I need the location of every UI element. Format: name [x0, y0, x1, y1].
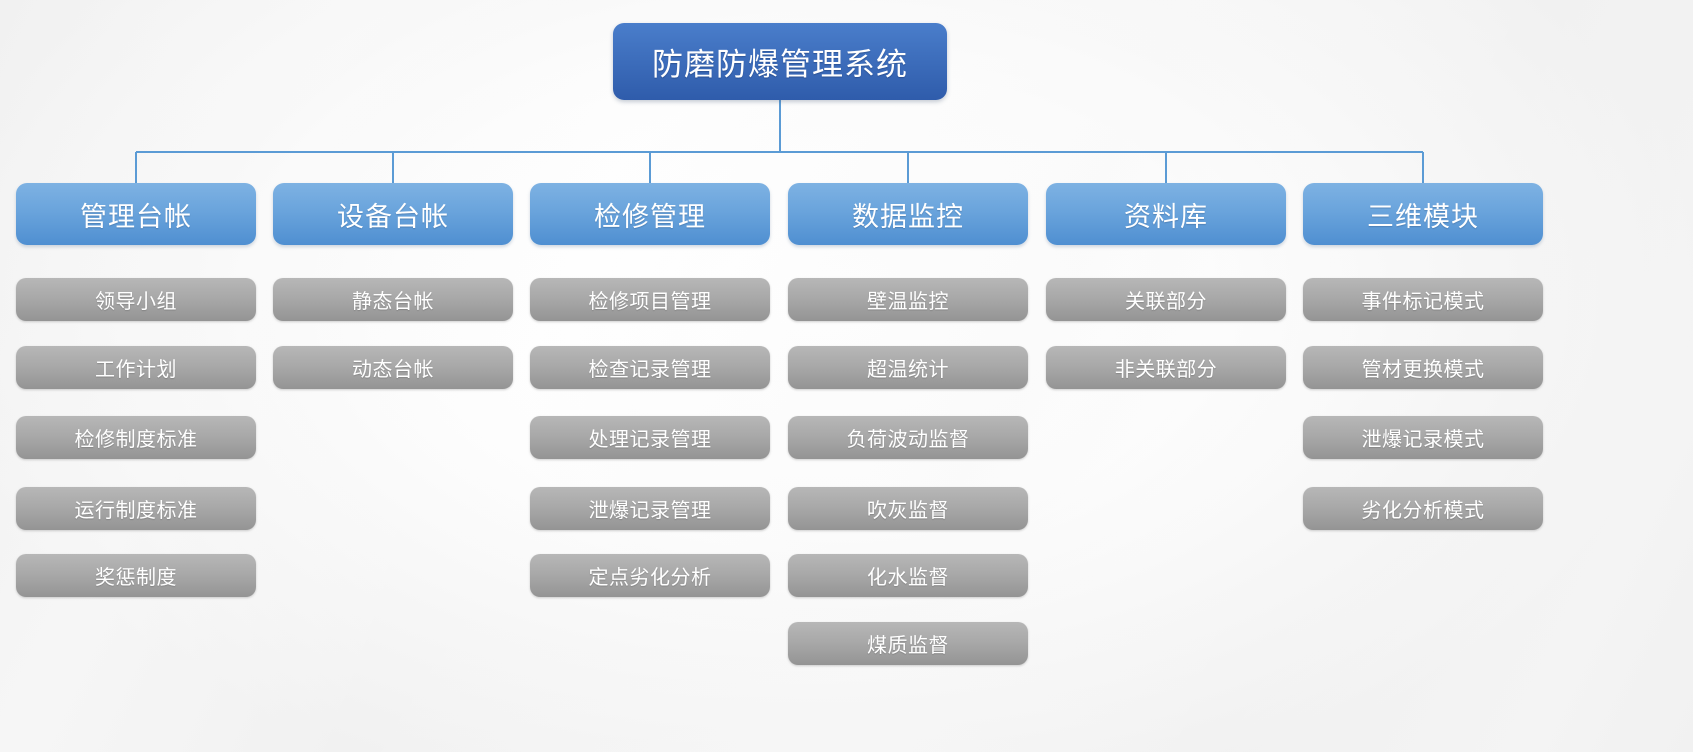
category-node-5[interactable]: 资料库: [1046, 183, 1286, 245]
child-node-5-2[interactable]: 非关联部分: [1046, 346, 1286, 389]
category-node-1[interactable]: 管理台帐: [16, 183, 256, 245]
category-label-2: 设备台帐: [337, 201, 449, 232]
child-label-1-3: 检修制度标准: [74, 429, 198, 451]
child-node-4-4[interactable]: 吹灰监督: [788, 487, 1028, 530]
child-node-6-4[interactable]: 劣化分析模式: [1303, 487, 1543, 530]
child-label-6-3: 泄爆记录模式: [1361, 429, 1485, 451]
category-node-4[interactable]: 数据监控: [788, 183, 1028, 245]
child-node-4-6[interactable]: 煤质监督: [788, 622, 1028, 665]
child-label-6-2: 管材更换模式: [1361, 359, 1485, 381]
child-label-1-5: 奖惩制度: [95, 567, 177, 589]
child-node-1-2[interactable]: 工作计划: [16, 346, 256, 389]
child-label-3-4: 泄爆记录管理: [588, 500, 712, 522]
child-label-6-1: 事件标记模式: [1361, 291, 1485, 313]
category-label-6: 三维模块: [1367, 201, 1479, 232]
child-label-2-2: 动态台帐: [352, 359, 434, 381]
child-label-5-1: 关联部分: [1125, 291, 1207, 313]
root-node-label: 防磨防爆管理系统: [652, 47, 908, 82]
child-node-5-1[interactable]: 关联部分: [1046, 278, 1286, 321]
child-label-4-1: 壁温监控: [867, 291, 949, 313]
child-node-1-1[interactable]: 领导小组: [16, 278, 256, 321]
child-node-4-1[interactable]: 壁温监控: [788, 278, 1028, 321]
category-label-3: 检修管理: [594, 201, 706, 232]
child-node-3-2[interactable]: 检查记录管理: [530, 346, 770, 389]
child-node-3-4[interactable]: 泄爆记录管理: [530, 487, 770, 530]
child-label-6-4: 劣化分析模式: [1361, 500, 1485, 522]
child-label-4-2: 超温统计: [867, 359, 949, 381]
root-node[interactable]: 防磨防爆管理系统: [613, 23, 947, 100]
category-label-4: 数据监控: [852, 201, 964, 232]
child-label-1-2: 工作计划: [95, 359, 177, 381]
child-node-1-5[interactable]: 奖惩制度: [16, 554, 256, 597]
child-node-1-3[interactable]: 检修制度标准: [16, 416, 256, 459]
child-label-4-3: 负荷波动监督: [846, 429, 970, 451]
child-label-3-2: 检查记录管理: [588, 359, 712, 381]
child-label-1-1: 领导小组: [95, 291, 177, 313]
child-node-6-1[interactable]: 事件标记模式: [1303, 278, 1543, 321]
category-label-5: 资料库: [1124, 201, 1208, 232]
category-node-2[interactable]: 设备台帐: [273, 183, 513, 245]
child-label-1-4: 运行制度标准: [74, 500, 198, 522]
child-label-2-1: 静态台帐: [352, 291, 434, 313]
child-node-3-3[interactable]: 处理记录管理: [530, 416, 770, 459]
child-node-6-3[interactable]: 泄爆记录模式: [1303, 416, 1543, 459]
child-label-5-2: 非关联部分: [1114, 359, 1218, 381]
child-node-4-3[interactable]: 负荷波动监督: [788, 416, 1028, 459]
child-node-1-4[interactable]: 运行制度标准: [16, 487, 256, 530]
category-node-6[interactable]: 三维模块: [1303, 183, 1543, 245]
category-label-1: 管理台帐: [80, 201, 192, 232]
child-node-3-1[interactable]: 检修项目管理: [530, 278, 770, 321]
child-node-4-5[interactable]: 化水监督: [788, 554, 1028, 597]
child-node-4-2[interactable]: 超温统计: [788, 346, 1028, 389]
child-label-4-6: 煤质监督: [867, 635, 949, 657]
child-label-3-5: 定点劣化分析: [588, 567, 712, 589]
child-label-3-3: 处理记录管理: [588, 429, 712, 451]
child-node-2-1[interactable]: 静态台帐: [273, 278, 513, 321]
child-node-3-5[interactable]: 定点劣化分析: [530, 554, 770, 597]
child-label-4-5: 化水监督: [867, 567, 949, 589]
child-node-6-2[interactable]: 管材更换模式: [1303, 346, 1543, 389]
child-node-2-2[interactable]: 动态台帐: [273, 346, 513, 389]
child-label-4-4: 吹灰监督: [867, 500, 949, 522]
category-node-3[interactable]: 检修管理: [530, 183, 770, 245]
child-label-3-1: 检修项目管理: [588, 291, 712, 313]
